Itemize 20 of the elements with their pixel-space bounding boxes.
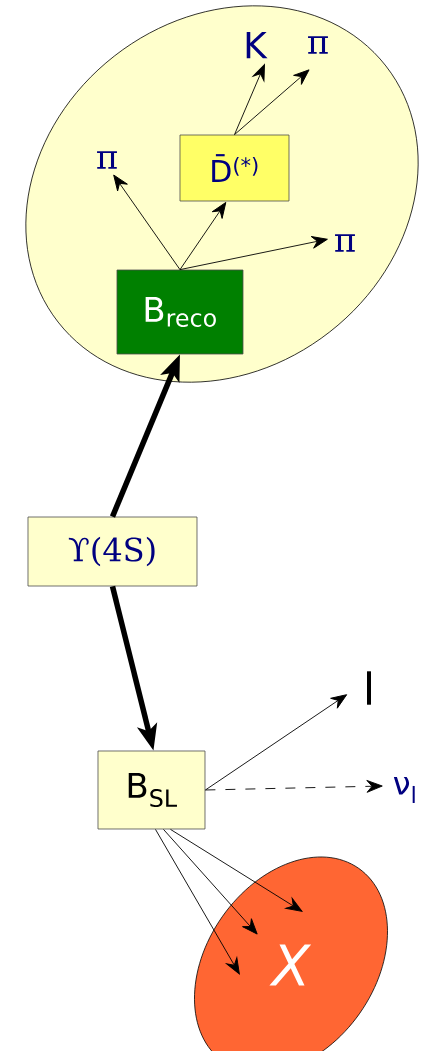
arrow — [170, 828, 303, 912]
particle-label: π — [308, 36, 328, 54]
particle-label: K — [246, 31, 268, 59]
arrow — [234, 69, 310, 136]
arrow — [163, 828, 258, 935]
particle-label: ν$_{l}$ — [393, 777, 415, 803]
arrow — [179, 202, 227, 271]
arrow — [204, 779, 383, 793]
arrow — [155, 828, 240, 975]
particle-label: π — [335, 234, 355, 252]
arrow — [234, 64, 265, 136]
particle-label: π — [97, 151, 117, 169]
particle-box: B$_{reco}$ — [116, 269, 244, 355]
arrow — [204, 694, 348, 791]
arrow — [113, 174, 181, 271]
particle-box: D̄$^{(*)}$ — [179, 134, 290, 202]
particle-box: B$_{SL}$ — [97, 750, 206, 830]
particle-label: l — [367, 671, 371, 705]
arrow — [179, 236, 328, 271]
particle-box: ϒ(4S) — [27, 516, 198, 587]
